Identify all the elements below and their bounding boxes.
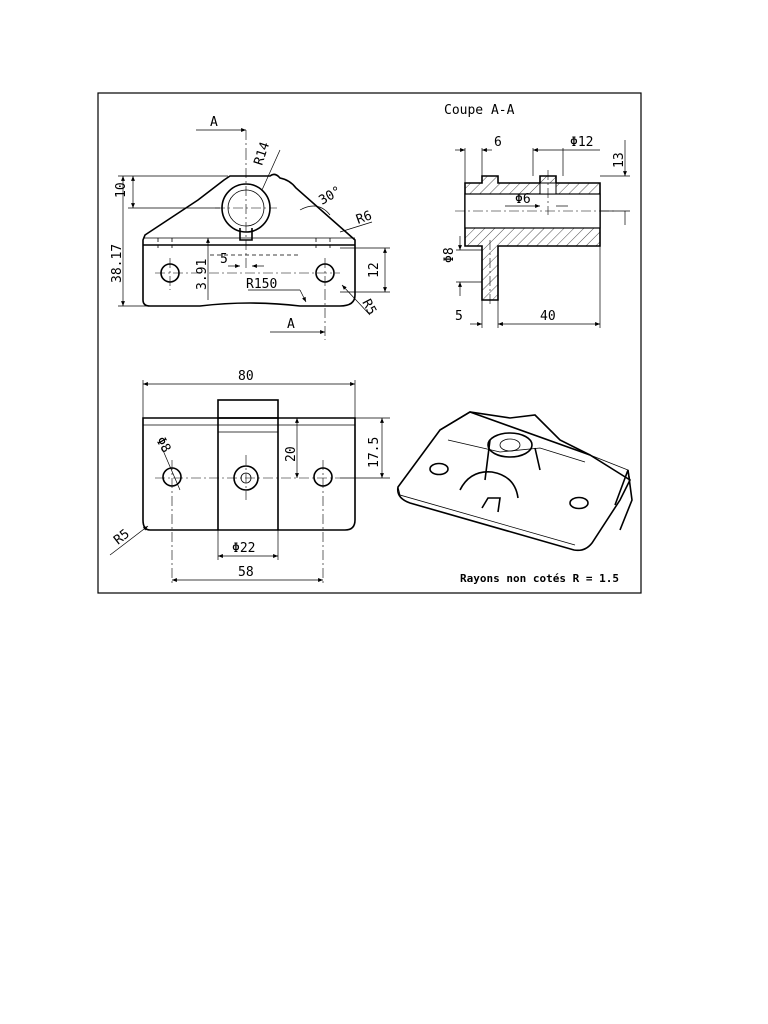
dim-radius-corner: R6 bbox=[354, 208, 374, 227]
dim-arc: R150 bbox=[246, 277, 277, 292]
dim-depth: 17.5 bbox=[367, 437, 382, 468]
dim-radius-bottom: R5 bbox=[358, 297, 379, 318]
front-view: A A 38.17 10 R14 30° R6 3.91 5 12 bbox=[110, 115, 390, 340]
dim-inner: 20 bbox=[284, 446, 299, 462]
dim-dia-inner: Φ6 bbox=[515, 192, 531, 207]
dim-angle: 30° bbox=[317, 184, 345, 209]
dim-radius-boss: R14 bbox=[252, 140, 274, 167]
drawing-frame bbox=[97, 92, 642, 594]
dim-hole-height: 12 bbox=[367, 262, 382, 278]
dim-dia-outer: Φ12 bbox=[570, 135, 593, 150]
dim-height-total: 38.17 bbox=[110, 244, 125, 283]
section-title: Coupe A-A bbox=[444, 103, 515, 118]
dim-center: Φ22 bbox=[232, 541, 255, 556]
dim-top: 10 bbox=[114, 182, 129, 198]
drawing-note: Rayons non cotés R = 1.5 bbox=[460, 572, 619, 585]
dim-slot: 5 bbox=[220, 252, 228, 267]
isometric-view bbox=[396, 411, 633, 552]
dim-offset: 3.91 bbox=[195, 259, 210, 290]
section-marker-top: A bbox=[210, 115, 218, 130]
section-marker-bottom: A bbox=[287, 317, 295, 332]
section-view: Coupe A-A 6 Φ12 13 Φ6 Φ8 bbox=[442, 103, 630, 328]
dim-dia-8: Φ8 bbox=[442, 247, 457, 263]
dim-dia-hole: Φ8 bbox=[153, 435, 174, 456]
dim-width-top: 6 bbox=[494, 135, 502, 150]
dim-width: 80 bbox=[238, 369, 254, 384]
dim-height-top: 13 bbox=[612, 152, 627, 168]
dim-thickness: 5 bbox=[455, 309, 463, 324]
dim-radius: R5 bbox=[111, 527, 133, 548]
top-view: 80 Φ8 20 17.5 R5 Φ22 58 bbox=[109, 369, 390, 585]
dim-length: 40 bbox=[540, 309, 556, 324]
dim-spacing: 58 bbox=[238, 565, 254, 580]
